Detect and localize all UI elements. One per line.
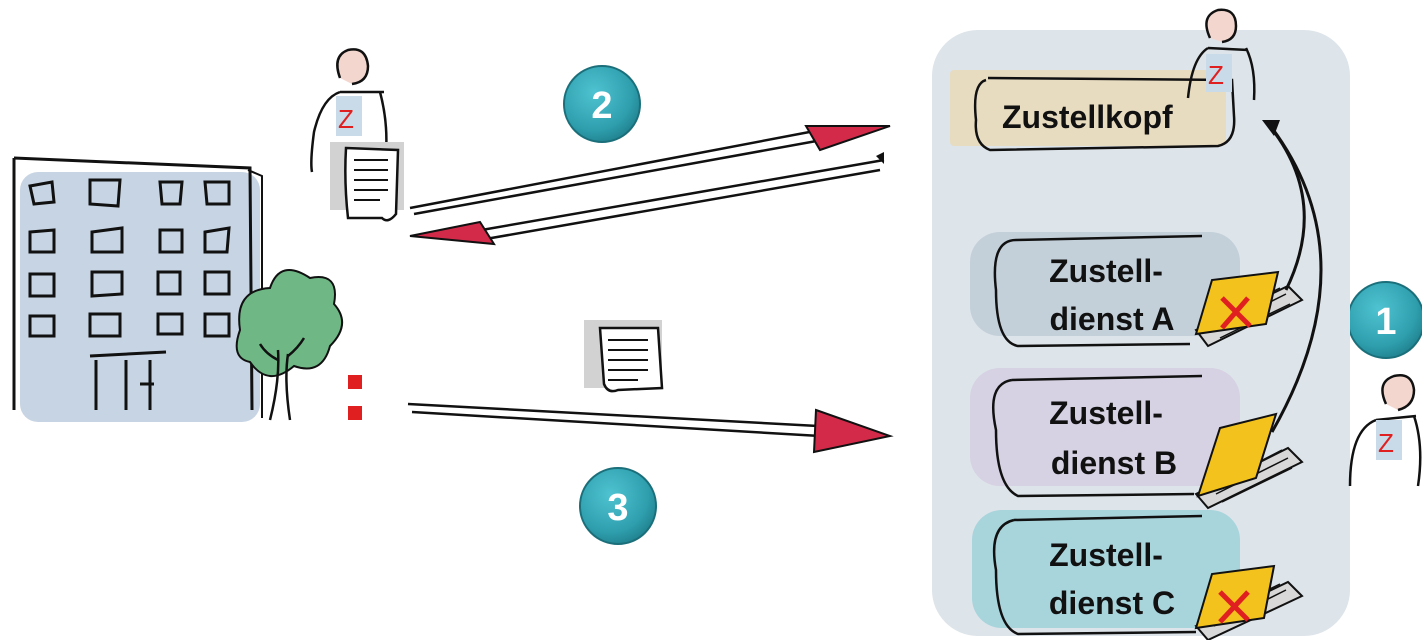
- person-badge-letter: Z: [1378, 428, 1394, 458]
- mailbox-closed-icon: [1194, 270, 1304, 348]
- arrow-request: [409, 125, 891, 216]
- person-badge-letter: Z: [338, 104, 354, 134]
- service-label-line1: Zustell-: [1049, 537, 1163, 573]
- person-icon: Z: [1186, 8, 1256, 101]
- service-label-line1: Zustell-: [1049, 395, 1163, 431]
- step-number: 3: [607, 487, 628, 529]
- service-box-c: Zustell- dienst C: [972, 510, 1240, 636]
- office-building-icon: [12, 156, 263, 422]
- header-box: Zustellkopf: [950, 70, 1236, 152]
- tree-icon: [235, 269, 343, 421]
- person-badge-letter: Z: [1208, 60, 1224, 90]
- service-label-line2: dienst C: [1049, 585, 1175, 621]
- step-badge-2: 2: [563, 65, 641, 143]
- person-icon: Z: [1348, 374, 1422, 487]
- colon-mark: [348, 375, 362, 420]
- header-box-label: Zustellkopf: [1002, 99, 1173, 135]
- service-label-line1: Zustell-: [1049, 253, 1163, 289]
- step-number: 2: [591, 85, 612, 127]
- service-label-line2: dienst B: [1051, 445, 1177, 481]
- document-icon: [584, 320, 664, 393]
- step-badge-1: 1: [1347, 281, 1422, 359]
- mailbox-closed-icon: [1194, 564, 1304, 640]
- service-box-b: Zustell- dienst B: [970, 368, 1240, 498]
- step-badge-3: 3: [579, 467, 657, 545]
- arrow-delivery: [407, 402, 894, 454]
- service-box-a: Zustell- dienst A: [970, 232, 1240, 348]
- service-label-line2: dienst A: [1049, 301, 1174, 337]
- mailbox-open-icon: [1194, 412, 1304, 510]
- arrow-lookup: [1262, 120, 1323, 433]
- step-number: 1: [1375, 301, 1396, 343]
- document-icon: [330, 142, 404, 222]
- arrow-response: [409, 152, 885, 246]
